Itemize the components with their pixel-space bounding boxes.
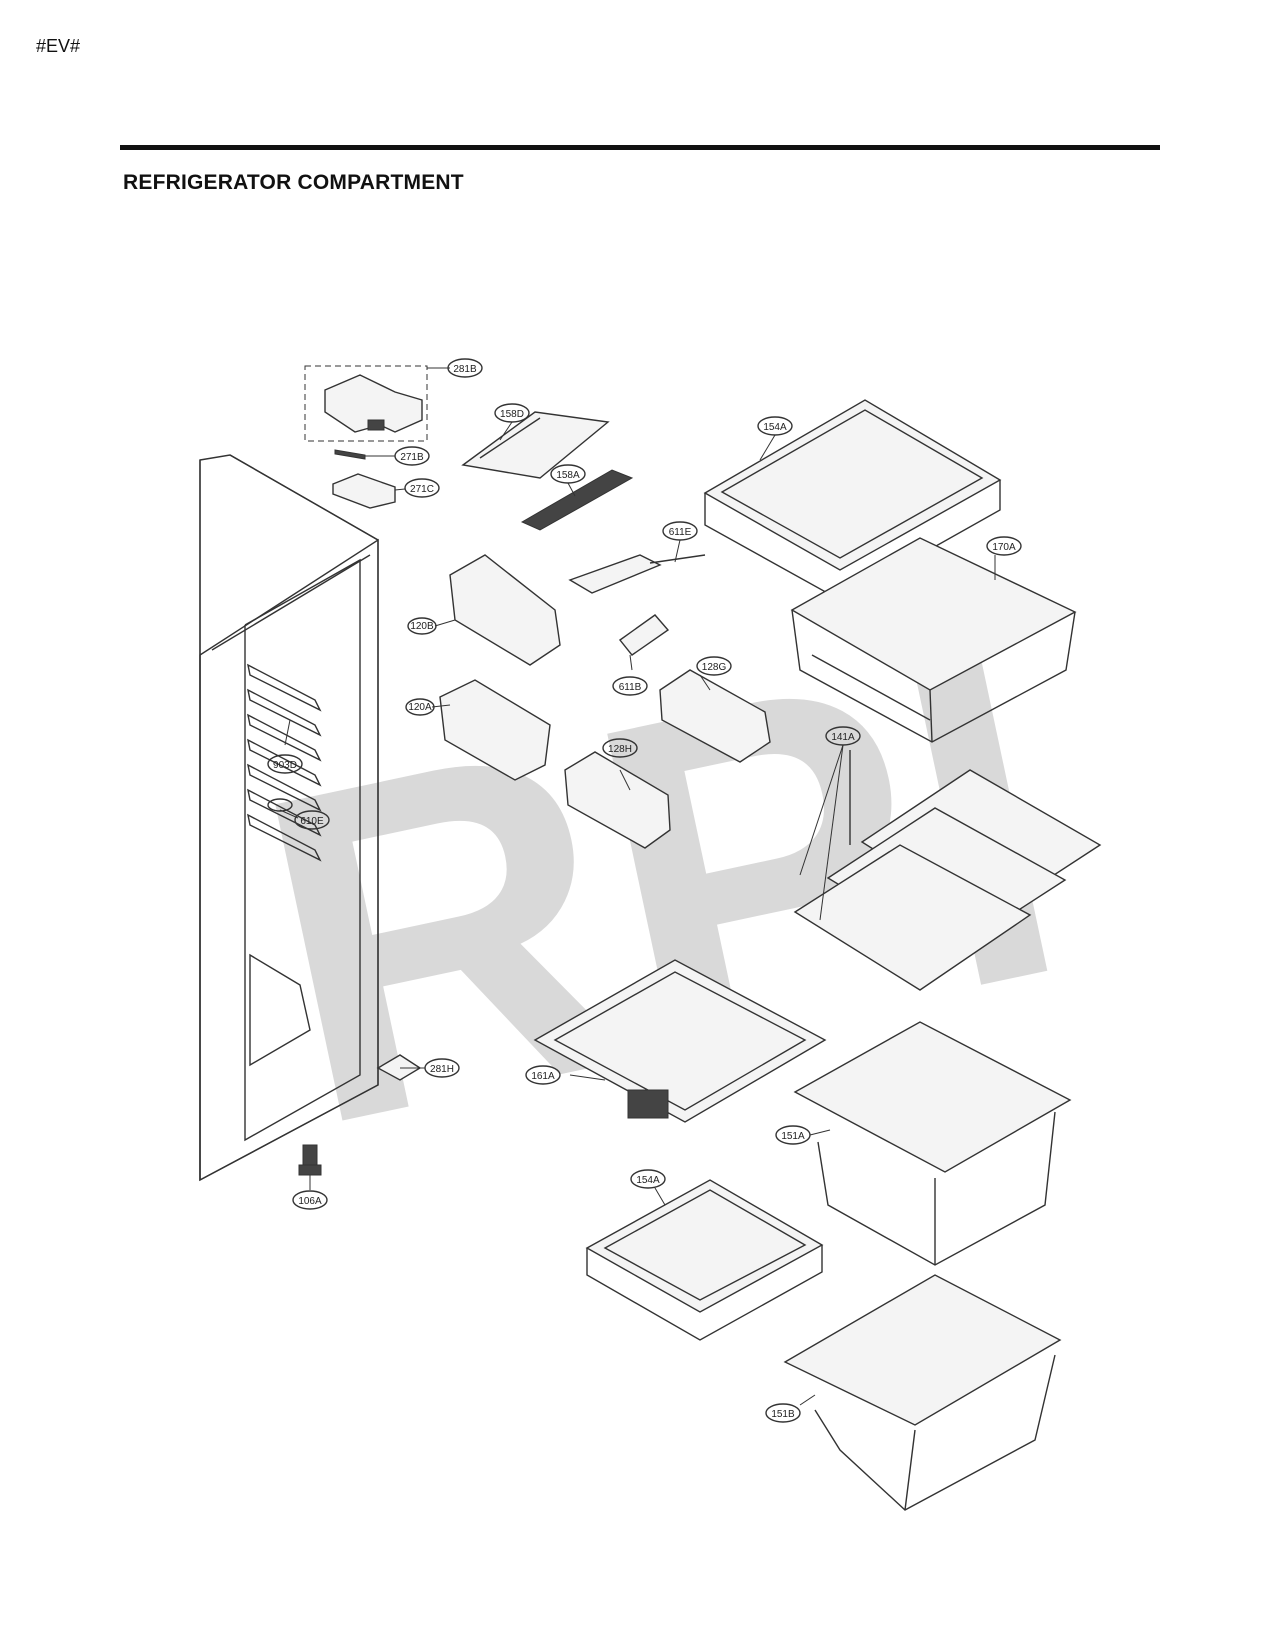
door-bins <box>247 663 322 862</box>
svg-text:161A: 161A <box>531 1071 555 1082</box>
document-code: #EV# <box>36 36 81 56</box>
part-151B-vegetable-bin <box>783 1274 1062 1511</box>
page-title: REFRIGERATOR COMPARTMENT <box>123 171 464 194</box>
callout-bubbles: 281B 158D 271B 271C 158A 154A 611E 170A … <box>267 358 1022 1423</box>
part-154A-lower-cover <box>585 1179 824 1341</box>
callout-154A-lower: 154A <box>630 1169 666 1189</box>
callout-281B: 281B <box>447 358 483 378</box>
svg-text:611B: 611B <box>619 682 642 693</box>
callout-281H: 281H <box>424 1058 460 1078</box>
callout-611B: 611B <box>612 676 648 696</box>
header-rule <box>120 145 1160 150</box>
part-106A-leveling-leg <box>298 1144 322 1176</box>
svg-text:141A: 141A <box>831 732 855 743</box>
callout-903D: 903D <box>267 754 303 774</box>
svg-text:610E: 610E <box>300 816 324 827</box>
part-128G <box>659 669 771 763</box>
svg-text:154A: 154A <box>763 422 787 433</box>
part-158A-filter <box>520 469 634 531</box>
callout-158A: 158A <box>550 464 586 484</box>
svg-text:120A: 120A <box>408 702 432 713</box>
svg-text:151A: 151A <box>781 1131 805 1142</box>
part-271C-plate <box>332 473 396 509</box>
callout-128G: 128G <box>696 656 732 676</box>
callout-151A: 151A <box>775 1125 811 1145</box>
svg-text:120B: 120B <box>410 621 434 632</box>
svg-text:154A: 154A <box>636 1175 660 1186</box>
leader-lines <box>279 367 996 1406</box>
svg-text:611E: 611E <box>669 527 692 538</box>
part-151A-vegetable-bin <box>793 1021 1072 1266</box>
part-611E <box>568 554 662 594</box>
part-128H <box>564 751 671 849</box>
part-120B <box>449 554 561 666</box>
svg-text:106A: 106A <box>298 1196 322 1207</box>
callout-154A-top: 154A <box>757 416 793 436</box>
callout-610E: 610E <box>294 810 330 830</box>
part-170A-crisper-drawer <box>790 537 1077 743</box>
svg-text:128H: 128H <box>608 744 632 755</box>
callout-151B: 151B <box>765 1403 801 1423</box>
part-271B-screw <box>334 449 366 460</box>
part-120A <box>439 679 551 781</box>
svg-text:281B: 281B <box>453 364 477 375</box>
callout-271C: 271C <box>404 478 440 498</box>
callout-120A: 120A <box>405 698 435 716</box>
callout-106A: 106A <box>292 1190 328 1210</box>
svg-text:170A: 170A <box>992 542 1016 553</box>
callout-161A: 161A <box>525 1065 561 1085</box>
svg-text:281H: 281H <box>430 1064 454 1075</box>
callout-120B: 120B <box>407 617 437 635</box>
callout-128H: 128H <box>602 738 638 758</box>
part-158D-tray <box>461 411 610 479</box>
svg-text:158A: 158A <box>556 470 580 481</box>
svg-text:903D: 903D <box>273 760 297 771</box>
part-611B <box>618 614 670 656</box>
svg-text:128G: 128G <box>702 662 727 673</box>
callout-158D: 158D <box>494 403 530 423</box>
svg-text:271B: 271B <box>400 452 424 463</box>
refrigerator-cabinet <box>199 454 379 1182</box>
part-161A-shelf <box>533 959 827 1123</box>
svg-text:158D: 158D <box>500 409 524 420</box>
part-141A-shelves <box>793 750 1102 991</box>
callout-170A: 170A <box>986 536 1022 556</box>
svg-text:271C: 271C <box>410 484 434 495</box>
part-281B-assembly <box>304 365 428 442</box>
callout-271B: 271B <box>394 446 430 466</box>
callout-141A: 141A <box>825 726 861 746</box>
svg-text:151B: 151B <box>771 1409 795 1420</box>
callout-611E: 611E <box>662 521 698 541</box>
